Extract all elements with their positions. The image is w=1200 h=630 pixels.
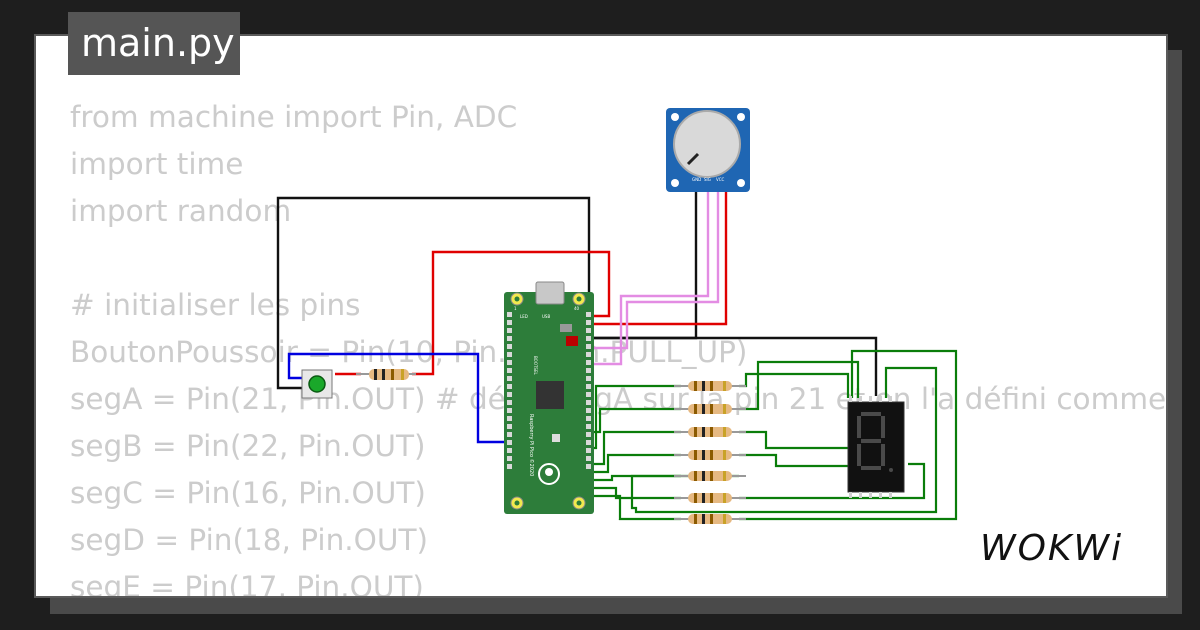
pico-pin1-label: 1 bbox=[514, 306, 517, 311]
resistor-bank bbox=[674, 381, 746, 524]
file-tab[interactable]: main.py bbox=[68, 12, 240, 75]
wire-blue bbox=[287, 352, 511, 444]
code-line: BoutonPoussoir = Pin(10, Pin.IN, Pin.PUL… bbox=[70, 335, 748, 369]
wires-pink bbox=[589, 182, 720, 366]
code-line: from machine import Pin, ADC bbox=[70, 100, 518, 134]
code-line: segE = Pin(17, Pin.OUT) bbox=[70, 570, 424, 598]
code-line: segB = Pin(22, Pin.OUT) bbox=[70, 429, 426, 463]
project-card: from machine import Pin, ADC import time… bbox=[34, 34, 1168, 598]
pot-vcc-label: VCC bbox=[716, 177, 725, 182]
code-line: segC = Pin(16, Pin.OUT) bbox=[70, 476, 426, 510]
pot-gnd-label: GND bbox=[692, 177, 701, 182]
pushbutton[interactable] bbox=[301, 369, 333, 399]
pot-sig-label: SIG bbox=[704, 177, 711, 182]
raspberry-pi-pico[interactable]: LED USB 1 40 BOOTSEL Raspberry Pi Pico ©… bbox=[504, 281, 594, 514]
circuit-diagram: LED USB 1 40 BOOTSEL Raspberry Pi Pico ©… bbox=[276, 108, 958, 524]
file-tab-label: main.py bbox=[81, 21, 235, 65]
resistor bbox=[356, 369, 416, 380]
pico-bootsel-label: BOOTSEL bbox=[533, 356, 538, 375]
code-line: # initialiser les pins bbox=[70, 288, 361, 322]
code-line: import time bbox=[70, 147, 244, 181]
wokwi-logo-text: WOKWi bbox=[980, 528, 1123, 569]
potentiometer[interactable]: GND SIG VCC bbox=[666, 108, 750, 192]
pico-board-name: Raspberry Pi Pico ©2020 bbox=[528, 414, 535, 476]
code-line: segD = Pin(18, Pin.OUT) bbox=[70, 523, 429, 557]
seven-segment-display[interactable] bbox=[847, 396, 905, 498]
wokwi-logo: WOKWi bbox=[976, 522, 1156, 576]
pico-pin40-label: 40 bbox=[574, 306, 580, 311]
code-line: import random bbox=[70, 194, 292, 228]
pico-led-label: LED bbox=[520, 314, 528, 319]
pico-usb-label: USB bbox=[542, 314, 550, 319]
